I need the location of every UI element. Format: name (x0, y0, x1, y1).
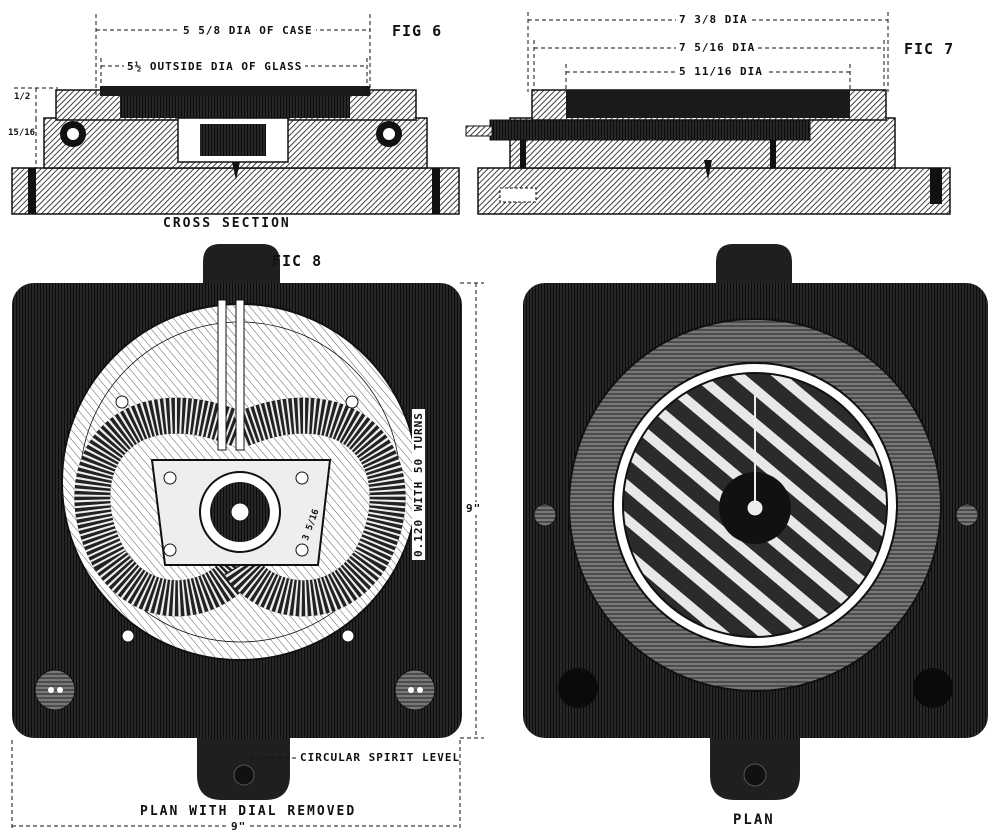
fig9-screw-left (533, 503, 557, 527)
fig8-top-tab (203, 244, 280, 290)
fig8-screw (295, 543, 309, 557)
fig6-base-slot-left (28, 168, 36, 214)
fig7-outer-dia-label: 7 3/8 DIA (676, 13, 751, 26)
fig8-level-hole (233, 764, 255, 786)
fig7-dial-plate (489, 119, 811, 141)
fig8-title: FIC 8 (272, 252, 323, 270)
fig8-lead-left (217, 299, 227, 451)
fig9-level-hole (743, 763, 767, 787)
fig7-screw (465, 125, 493, 137)
fig9-title: FIG 9 (808, 258, 859, 276)
fig7-pivot (704, 160, 712, 180)
fig6-caption: CROSS SECTION (163, 216, 291, 231)
fig8-plate-screw (345, 395, 359, 409)
fig8-caption: PLAN WITH DIAL REMOVED (140, 804, 357, 819)
fig6-cross-section (11, 86, 460, 215)
fig8-coil-label: 0.120 WITH 50 TURNS (412, 409, 425, 560)
fig6-half-dim: 1/2 (14, 92, 31, 102)
fig8-plate-screw (121, 629, 135, 643)
fig6-dial-cavity (120, 96, 350, 118)
fig8-plate-screw (115, 395, 129, 409)
fig9-foot-left (558, 668, 598, 708)
fig8-lead-right (235, 299, 245, 451)
fig6-pivot (232, 162, 240, 180)
fig6-base-slot-right (432, 168, 440, 214)
fig8-plate-screw (341, 629, 355, 643)
fig9-plan (523, 244, 988, 800)
fig8-screw (163, 543, 177, 557)
fig8-plan-dial-removed (12, 244, 462, 800)
fig7-glass (566, 90, 850, 118)
fig9-caption: PLAN (733, 812, 775, 828)
fig6-core-inner (200, 124, 266, 156)
fig7-title: FIC 7 (904, 40, 955, 58)
fig8-foot-left (34, 669, 76, 711)
fig8-level-label: CIRCULAR SPIRIT LEVEL (300, 751, 461, 764)
fig7-base-plate (477, 167, 951, 215)
fig7-base-slot (930, 168, 942, 204)
fig9-foot-right (913, 668, 953, 708)
fig6-fifteen-dim: 15/16 (8, 128, 36, 138)
fig7-level-hidden (499, 187, 537, 203)
fig9-top-tab (716, 244, 792, 290)
fig7-elevation (465, 89, 951, 215)
fig8-screw (295, 471, 309, 485)
fig8-width-label: 9" (229, 820, 249, 833)
fig7-inner-dia-label: 5 11/16 DIA (676, 65, 766, 78)
fig6-glass-dia-label: 5½ OUTSIDE DIA OF GLASS (124, 60, 306, 73)
fig8-height-label: 9" (466, 502, 482, 515)
fig8-screw (163, 471, 177, 485)
fig6-title: FIG 6 (392, 22, 443, 40)
fig9-screw-right (955, 503, 979, 527)
fig6-case-dia-label: 5 5/8 DIA OF CASE (180, 24, 316, 37)
fig8-foot-right (394, 669, 436, 711)
fig6-glass (100, 86, 370, 96)
fig7-mid-dia-label: 7 5/16 DIA (676, 41, 759, 54)
